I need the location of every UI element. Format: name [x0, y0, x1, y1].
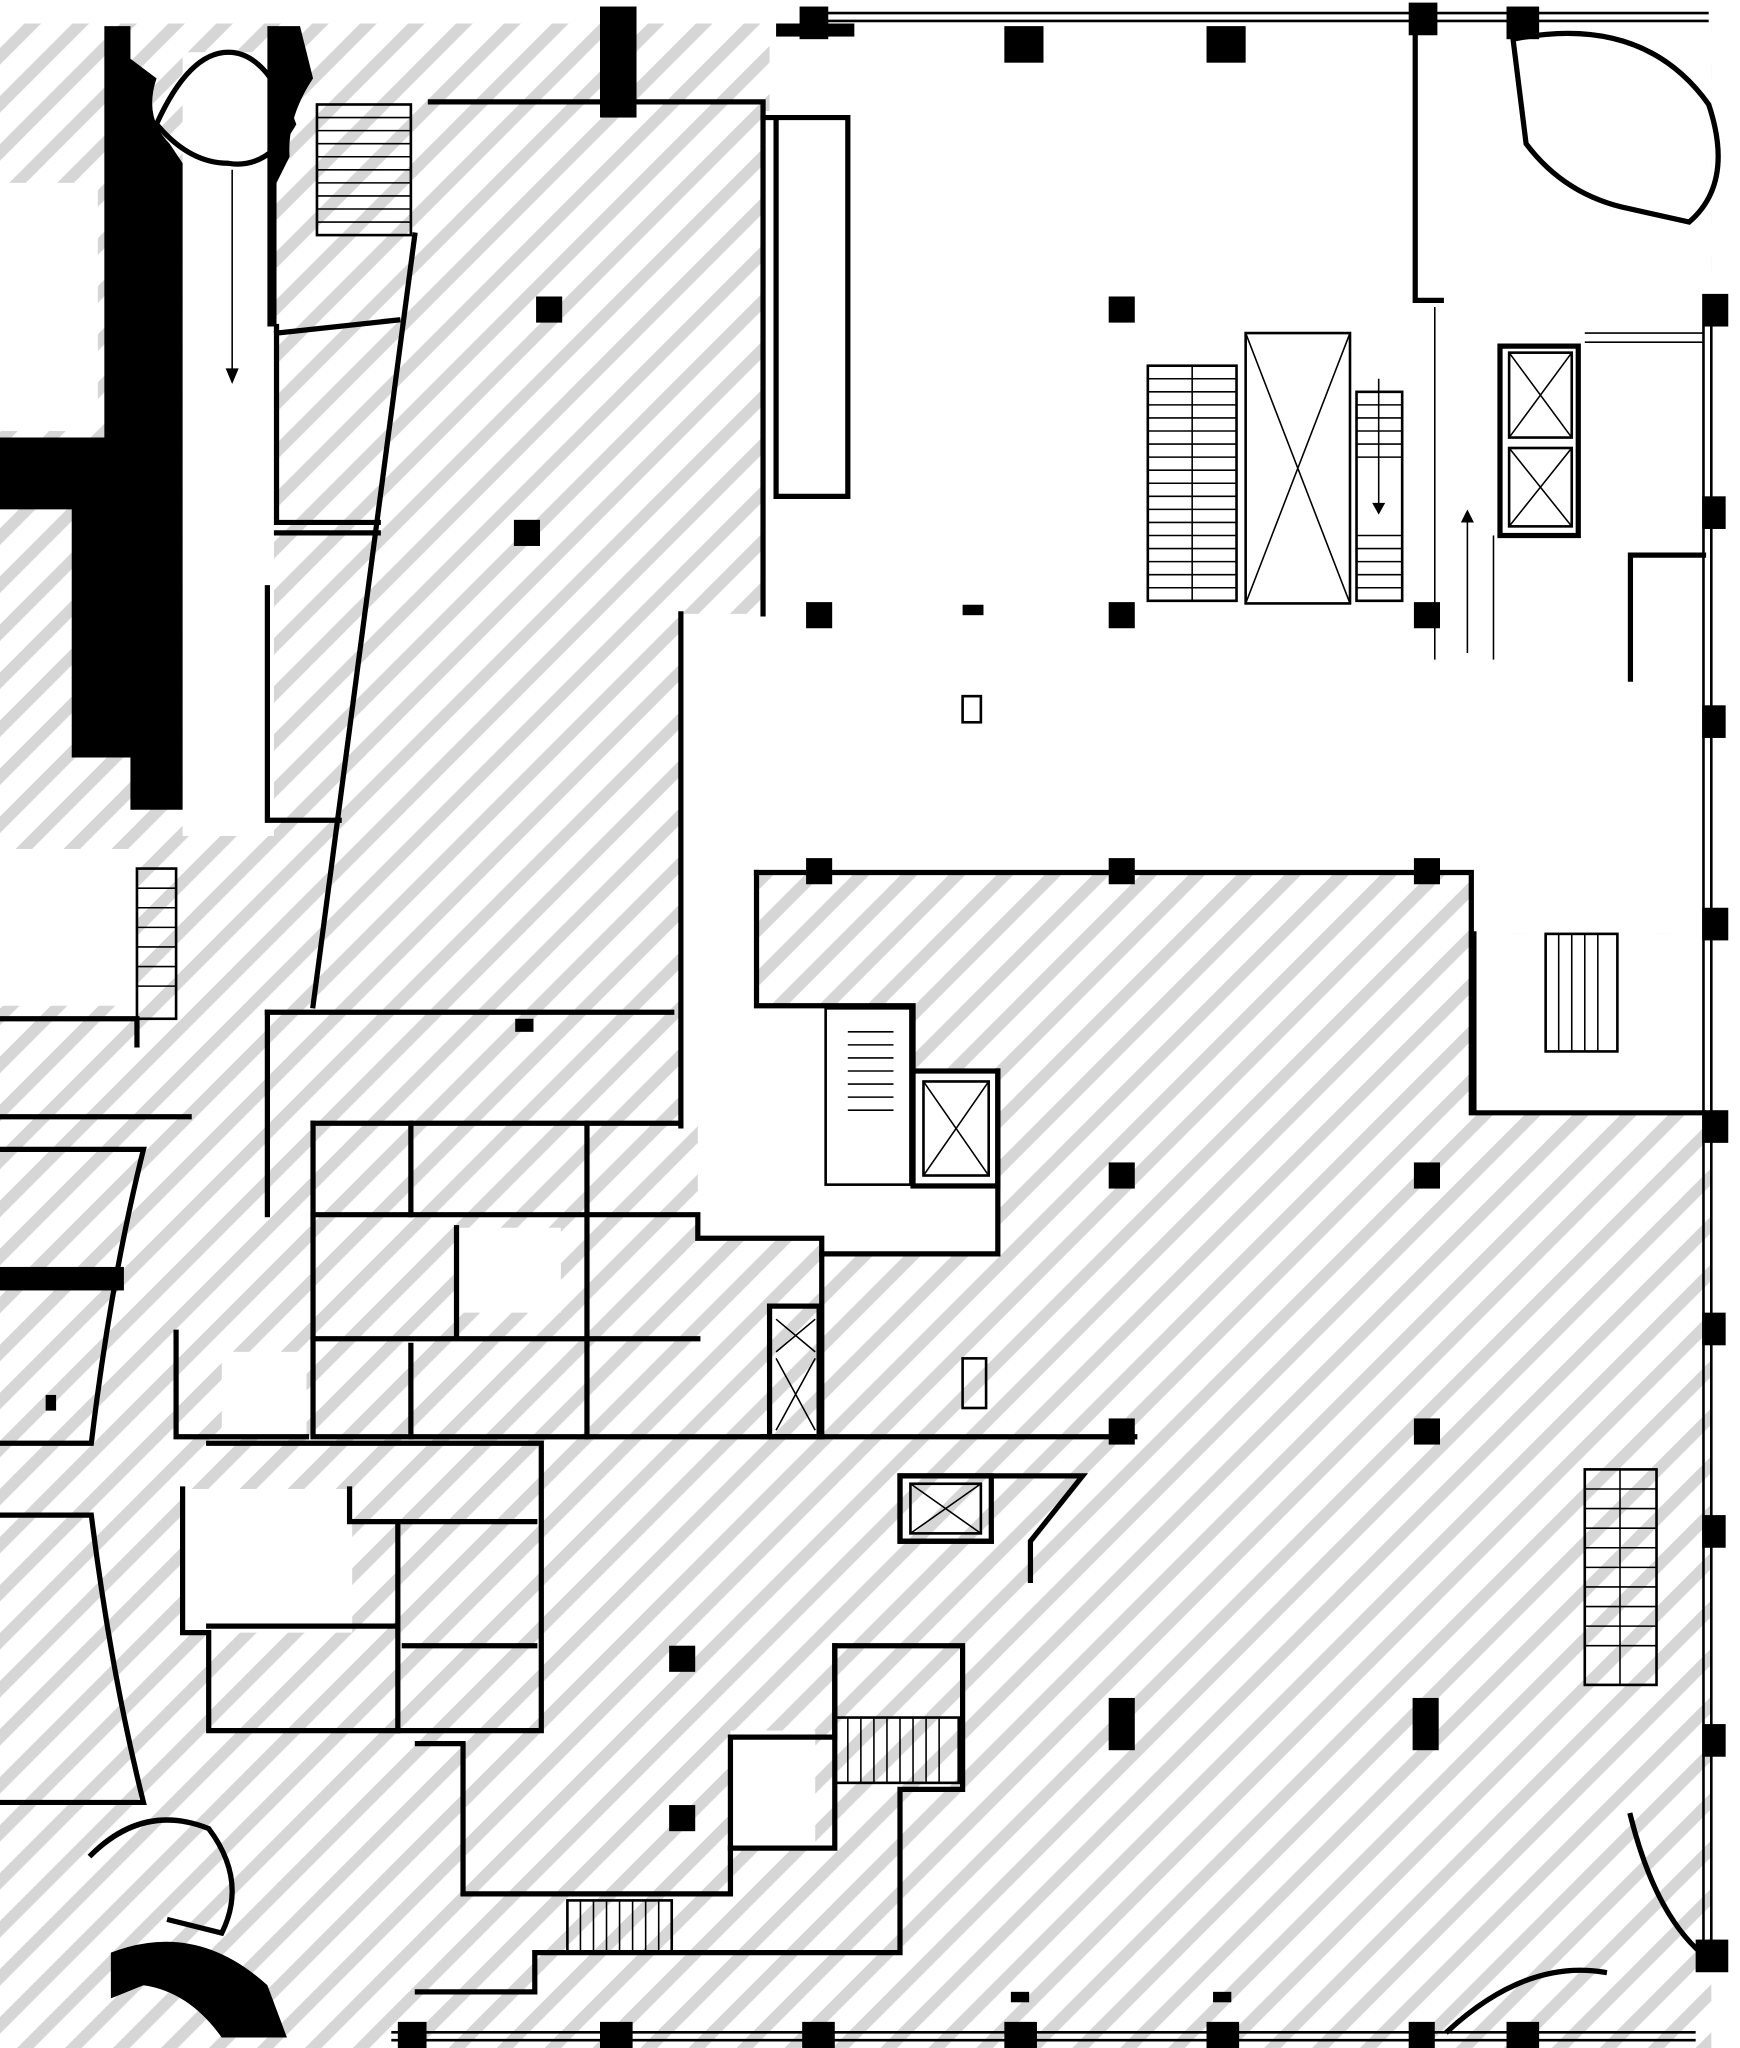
north-corridor-west — [182, 52, 274, 836]
column — [513, 519, 540, 546]
column — [669, 1645, 696, 1672]
elevator-pair-east — [1497, 343, 1581, 539]
elevator-core-center — [824, 1007, 1001, 1189]
walls — [0, 11, 1713, 2042]
column — [45, 1394, 57, 1411]
column — [1702, 1312, 1726, 1346]
column — [1108, 296, 1135, 323]
column — [961, 1357, 988, 1410]
column — [1408, 2, 1438, 36]
stair-south — [566, 1716, 960, 1954]
west-core-mass — [0, 26, 183, 810]
column — [1004, 26, 1044, 63]
column — [802, 2021, 835, 2048]
column — [1702, 1110, 1729, 1143]
escalator-south-east — [1583, 1468, 1658, 1687]
column — [806, 602, 833, 629]
column — [1702, 1515, 1726, 1548]
column — [1702, 293, 1729, 327]
column — [1206, 2021, 1240, 2048]
main-lobby — [680, 13, 1712, 934]
column — [1413, 1162, 1440, 1189]
escalator-north-east — [1355, 378, 1404, 603]
elevator-shaft-large — [1244, 331, 1352, 605]
column — [1408, 2021, 1435, 2048]
column — [1702, 496, 1726, 529]
ne-corner-curve — [1510, 30, 1721, 225]
column — [1702, 705, 1726, 738]
column — [1412, 1697, 1439, 1751]
column — [1010, 1991, 1030, 2003]
column — [962, 604, 984, 616]
column — [961, 694, 983, 724]
column — [1108, 1418, 1135, 1445]
structural-columns — [45, 2, 1729, 2048]
up-arrow-icon — [1460, 509, 1474, 523]
column — [1413, 858, 1440, 885]
column — [1213, 1991, 1232, 2003]
column — [1413, 1418, 1440, 1445]
column — [1108, 858, 1135, 885]
column — [1695, 1939, 1729, 1973]
north-facade — [808, 11, 1709, 23]
column — [1108, 1697, 1135, 1751]
down-arrow-icon — [225, 368, 239, 384]
column — [515, 1018, 534, 1032]
east-stair-area — [1473, 933, 1712, 1113]
freight-elevator — [897, 1473, 994, 1544]
column — [1108, 1162, 1135, 1189]
solid-masses — [0, 6, 855, 2038]
west-rotunda — [152, 49, 297, 167]
common-areas — [0, 13, 1712, 1849]
column — [1506, 6, 1540, 40]
stair-core-lobby — [680, 929, 998, 1254]
stair-east — [1544, 932, 1619, 1053]
stair-west — [122, 103, 413, 1021]
column — [1413, 602, 1440, 629]
column — [669, 1805, 696, 1832]
column — [1702, 907, 1729, 941]
column — [1108, 602, 1135, 629]
column — [1004, 2021, 1037, 2048]
down-arrow-icon — [1372, 502, 1386, 515]
column — [536, 296, 563, 323]
column — [1702, 1724, 1726, 1757]
column — [600, 2021, 633, 2048]
sw-corner-curve — [87, 1817, 235, 1937]
escalator-north-west — [1146, 364, 1238, 603]
column — [1206, 26, 1246, 63]
elevator-small-pair — [766, 1303, 822, 1440]
column — [799, 6, 829, 40]
vertical-transport — [122, 103, 1658, 1954]
column — [397, 2021, 427, 2048]
column — [1506, 2021, 1540, 2048]
column — [806, 858, 833, 885]
